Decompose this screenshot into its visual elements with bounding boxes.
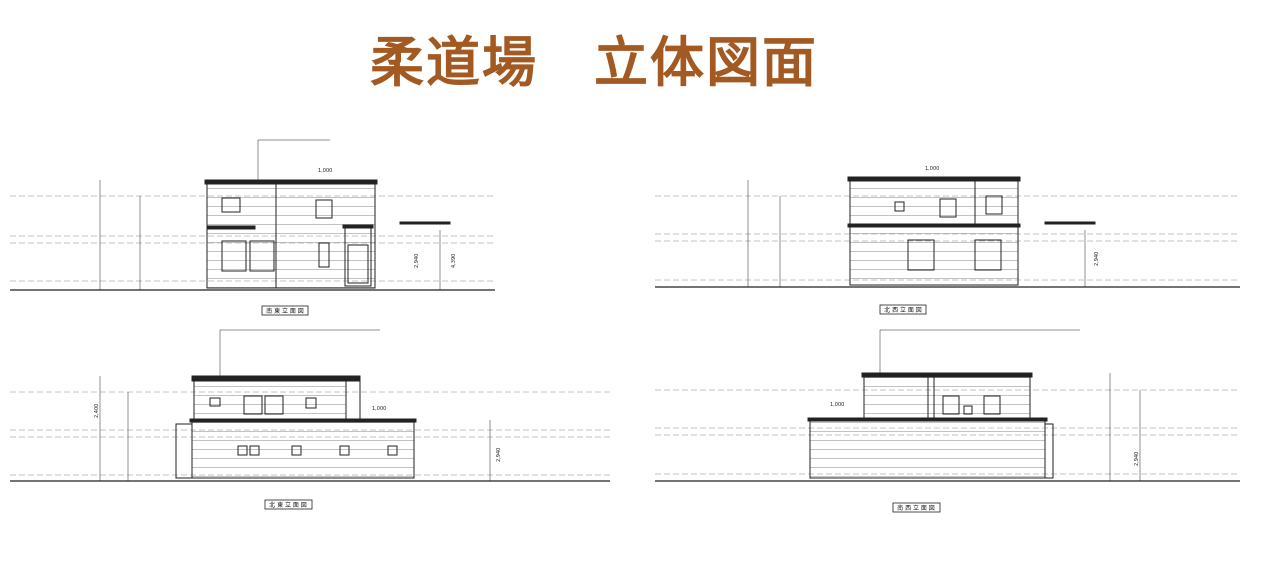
caption-south-east: 南 東 立 面 図 [266,307,304,315]
caption-north-west: 北 西 立 面 図 [884,306,922,314]
slope-label: 1,000 [925,166,939,172]
dim-label: 2,940 [1134,452,1140,466]
slope-label: 1,000 [830,402,844,408]
page-title: 柔道場 立体図面 [370,31,818,94]
dim-label: 2,940 [1094,252,1100,266]
elevation-north-west [655,176,1240,315]
dim-label: 2,940 [496,448,502,462]
elevation-south-west [655,329,1240,513]
dim-label: 4,390 [451,254,457,268]
dim-label: 2,940 [414,254,420,268]
elevation-south-east [10,139,495,316]
slope-label: 1,000 [372,406,386,412]
caption-south-west: 南 西 立 面 図 [897,504,935,512]
elevation-north-east [10,329,610,510]
caption-north-east: 北 東 立 面 図 [269,501,307,509]
dim-label: 2,400 [94,404,100,418]
slope-label: 1,000 [318,168,332,174]
